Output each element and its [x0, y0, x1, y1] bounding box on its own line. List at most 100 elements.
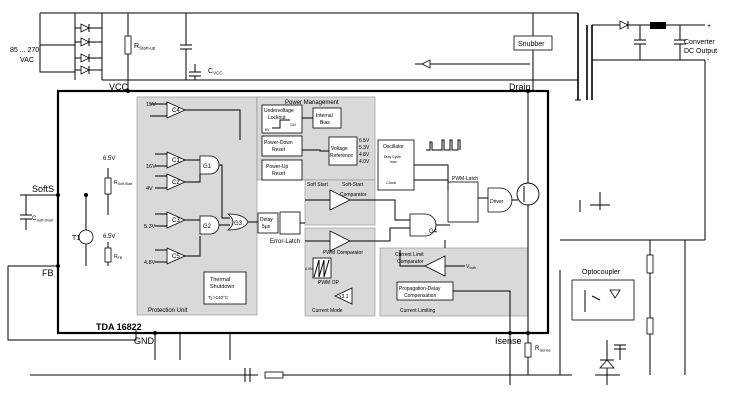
vref-4v8: 4.8V: [359, 152, 370, 158]
r-softstart: [104, 177, 112, 195]
comparator-c3: [166, 211, 186, 229]
g4-label: G4: [429, 229, 438, 235]
pwm-latch-label: PWM-Latch: [452, 176, 478, 182]
delay-label-2: 5μs: [262, 224, 271, 230]
vref-label-2: Reference: [330, 153, 353, 159]
mains-vac: VAC: [20, 57, 34, 64]
error-latch-box: [279, 211, 301, 235]
t1-label: T1: [72, 235, 80, 242]
bridge-diode-4: [80, 65, 90, 75]
current-limiting-label: Current Limiting: [400, 308, 436, 314]
driver-label: Driver: [490, 199, 504, 205]
c1-label: C1: [172, 158, 180, 164]
internal-bias-label-1: Internal: [316, 113, 333, 119]
mains-wiring: [39, 13, 75, 73]
transformer: [577, 13, 593, 100]
power-down-reset-box: [261, 135, 303, 157]
power-mosfet: [516, 182, 540, 206]
r-fb-label: RFB: [114, 254, 123, 260]
vref-4v0: 4.0V: [359, 159, 370, 165]
pin-gnd: GND: [134, 336, 155, 346]
gate-g3: [226, 213, 249, 231]
output-diode: [619, 20, 629, 30]
cl-comparator-label-1: Current Limit: [395, 252, 424, 258]
chip-boundary: [56, 89, 550, 335]
gate-g4: [409, 213, 437, 237]
c-vcc-label: CVCC: [208, 68, 223, 76]
oscillator-box: [377, 139, 415, 191]
internal-bias-label-2: Bias: [320, 120, 330, 126]
duty-cycle-label-2: max: [390, 160, 397, 164]
g1-label: G1: [203, 164, 212, 170]
thermal-label-2: Shutdown: [210, 284, 234, 290]
snubber-label: Snubber: [518, 41, 545, 48]
output-plus: +: [707, 23, 711, 30]
r-fb: [104, 247, 112, 263]
t1-transistor: [78, 229, 94, 245]
c4-label: C4: [172, 108, 180, 114]
vref-5v3: 5.3V: [359, 145, 370, 151]
r-sense-label: RSense: [535, 346, 551, 353]
r-softstart-label: RSoft-Start: [114, 180, 132, 186]
soft-start-comp-label-2: Comparator: [340, 192, 367, 198]
thermal-shutdown-box: [203, 271, 247, 305]
comparator-c1: [166, 151, 186, 169]
c1-reference: 16V: [146, 164, 156, 170]
ramp-voltage-label: 0.8V: [305, 266, 314, 271]
r-sense: [524, 342, 532, 358]
thermal-temp: Tj >140°C: [208, 295, 229, 300]
protection-unit-label: Protection Unit: [148, 308, 188, 314]
c2-reference: 4V: [146, 186, 153, 192]
soft-start-label: Soft Start: [307, 182, 328, 188]
delay-label-1: Delay: [260, 217, 273, 223]
pin-isense: Isense: [495, 336, 522, 346]
gain-label: x3.1: [339, 294, 349, 300]
c4-reference: 15V: [146, 102, 156, 108]
aux-diode: [421, 59, 431, 69]
gate-g2: [199, 215, 220, 235]
c3-reference: 5.3V: [144, 224, 156, 230]
uvlo-label-1: Undervoltage: [264, 108, 294, 114]
prop-delay-label-1: Propagation-Delay: [399, 286, 441, 292]
vcsth-label: Vcsth: [466, 264, 476, 270]
uvlo-voltage-low: 8V: [265, 128, 270, 132]
vref-6v5: 6.5V: [359, 138, 370, 144]
pin-drain: Drain: [509, 82, 531, 92]
pur-label-2: Reset: [272, 171, 286, 177]
optocoupler-label: Optocoupler: [582, 269, 621, 276]
ramp-icon: [313, 259, 330, 278]
current-mode-label: Current Mode: [312, 308, 343, 314]
oscillator-label: Oscillator: [383, 144, 404, 150]
comparator-c2: [166, 173, 186, 191]
g3-label: G3: [234, 221, 243, 227]
zener-diode: [599, 359, 615, 369]
c2-label: C2: [172, 180, 180, 186]
clock-waveform: [426, 139, 461, 151]
error-latch-label: Error-Latch: [270, 239, 300, 245]
duty-cycle-label-1: Duty Cycle: [384, 155, 401, 159]
pdr-label-1: Power-Down: [264, 140, 293, 146]
pur-label-1: Power-Up: [266, 164, 288, 170]
bridge-diode-1: [80, 23, 90, 33]
power-management-label: Power Management: [285, 100, 339, 106]
c-softstart-label: CSoft-Start: [32, 216, 54, 223]
vref-label-1: Voltage: [331, 146, 348, 152]
vsupply-softstart: 6.5V: [103, 156, 115, 162]
feedback-resistor: [264, 371, 284, 379]
c-vcc: [189, 64, 201, 80]
output-minus: -: [707, 57, 710, 64]
pwm-comparator-label: PWM Comparator: [323, 250, 363, 256]
opto-resistor-1: [646, 254, 654, 274]
pin-softs: SoftS: [32, 184, 54, 194]
gate-g1: [199, 155, 220, 175]
c5-label: C5: [172, 254, 180, 260]
uvlo-voltage-high: 14V: [290, 123, 297, 127]
converter-label-1: Converter: [684, 39, 715, 46]
opto-resistor-2: [646, 317, 654, 335]
prop-delay-label-2: Compensation: [404, 293, 436, 299]
bridge-diode-3: [80, 53, 90, 63]
delay-box: [257, 212, 279, 234]
uvlo-box: [261, 104, 303, 134]
bulk-capacitor: [180, 13, 192, 80]
pin-vcc: VCC: [109, 82, 129, 92]
